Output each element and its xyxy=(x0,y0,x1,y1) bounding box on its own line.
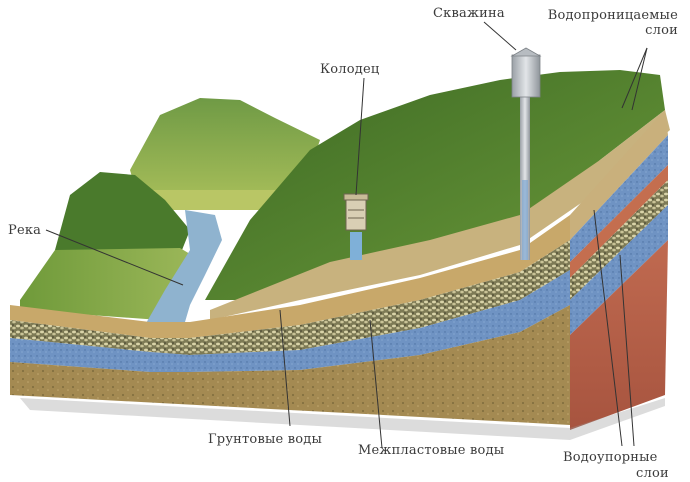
right-hill xyxy=(205,70,665,300)
right-face-red-thin xyxy=(570,165,668,278)
label-river: Река xyxy=(8,223,42,238)
leader-lines xyxy=(45,21,648,449)
layer-brown-impermeable xyxy=(10,305,570,425)
label-bore-well: Скважина xyxy=(433,6,505,21)
right-face-red-clay xyxy=(570,240,668,430)
label-interstratal-water: Межпластовые воды xyxy=(358,443,505,458)
layer-sand xyxy=(10,215,570,338)
dug-well-icon xyxy=(343,193,369,260)
right-face-sand xyxy=(570,110,668,240)
river xyxy=(145,210,222,325)
distant-mountain xyxy=(130,98,320,205)
label-permeable-layers-2: слои xyxy=(645,23,678,38)
label-permeable-layers-1: Водопроницаемые xyxy=(547,8,678,23)
label-impermeable-layers-1: Водоупорные xyxy=(563,450,658,465)
label-impermeable-layers-2: слои xyxy=(636,466,669,481)
left-hill xyxy=(55,172,190,262)
layer-aquifer xyxy=(10,270,570,372)
layer-gravel-permeable xyxy=(10,240,570,355)
label-dug-well: Колодец xyxy=(320,62,380,77)
right-face-gravel xyxy=(570,180,668,300)
meadow xyxy=(20,248,200,320)
label-groundwater: Грунтовые воды xyxy=(208,432,323,447)
right-face-blue-lower xyxy=(570,205,668,335)
bore-well-icon xyxy=(510,47,542,260)
right-face-blue-upper xyxy=(570,135,668,262)
